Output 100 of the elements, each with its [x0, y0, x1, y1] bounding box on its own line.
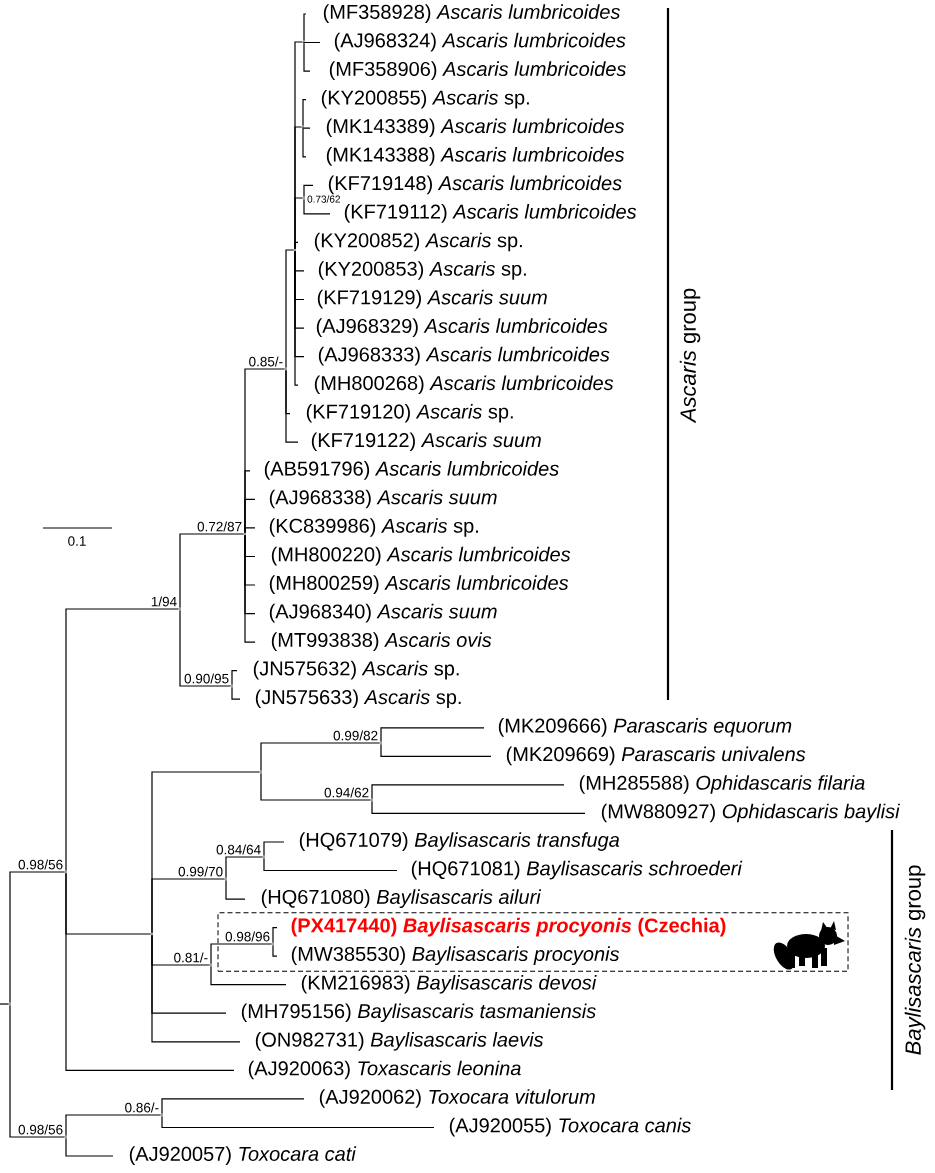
tree-branch — [161, 1098, 305, 1115]
tree-branch — [151, 934, 241, 1043]
tree-branch — [260, 772, 372, 801]
taxon-label: (KY200853) Ascaris sp. — [318, 261, 526, 280]
tree-branch — [263, 841, 285, 857]
tree-branch — [225, 879, 246, 900]
taxon-label: (AJ968338) Ascaris suum — [269, 489, 497, 509]
support-value: 0.72/87 — [196, 520, 243, 533]
tree-branch — [294, 250, 299, 386]
highlight-box — [217, 912, 849, 972]
tree-branch — [380, 727, 485, 743]
support-value: 0.81/- — [172, 951, 209, 964]
support-value: 0.84/64 — [215, 843, 262, 856]
taxon-label: (MK143389) Ascaris lumbricoides — [326, 118, 625, 138]
taxon-label: (AJ920063) Toxascaris leonina — [248, 1060, 521, 1080]
taxon-label: (HQ671081) Baylisascaris schroederi — [411, 860, 743, 880]
tree-branch — [244, 534, 256, 643]
tree-branch — [294, 241, 299, 250]
taxon-label: (ON982731) Baylisascaris laevis — [255, 1032, 544, 1051]
taxon-label: (MT993838) Ascaris ovis — [271, 632, 492, 651]
tree-branch — [303, 184, 314, 198]
support-value: 1/94 — [150, 595, 178, 608]
taxon-label: (MW385530) Baylisascaris procyonis — [291, 946, 620, 965]
taxon-label: (KF719122) Ascaris suum — [311, 432, 541, 452]
taxon-label: (KF719148) Ascaris lumbricoides — [328, 175, 622, 195]
tree-branch — [302, 127, 307, 158]
support-value: 0.90/95 — [183, 672, 230, 685]
tree-branch — [9, 871, 66, 1004]
tree-branch — [225, 856, 264, 879]
tree-branch — [272, 944, 278, 957]
tree-branch — [260, 742, 381, 772]
tree-branch — [231, 670, 238, 686]
taxon-label: (AJ920055) Toxocara canis — [449, 1117, 691, 1137]
taxon-label: (MF358928) Ascaris lumbricoides — [323, 4, 620, 23]
tree-branch — [210, 943, 273, 965]
tree-branch — [161, 1115, 435, 1129]
taxon-label: (AJ968340) Ascaris suum — [269, 603, 497, 623]
tree-branch — [151, 878, 226, 934]
taxon-label: (KY200852) Ascaris sp. — [314, 232, 522, 252]
taxon-label: (AJ968324) Ascaris lumbricoides — [334, 32, 626, 52]
tree-branch — [65, 872, 235, 1071]
tree-branch — [371, 784, 565, 800]
support-value: 0.94/62 — [323, 786, 370, 799]
tree-branch — [244, 527, 256, 534]
taxon-label: (HQ671080) Baylisascaris ailuri — [261, 889, 542, 908]
tree-branch — [371, 800, 586, 814]
taxon-label: (KF719120) Ascaris sp. — [306, 403, 513, 423]
group-label: Ascaris group — [679, 288, 701, 424]
tree-branch — [65, 1114, 162, 1137]
tree-branch — [285, 369, 299, 443]
taxon-label: (MH285588) Ophidascaris filaria — [579, 775, 865, 794]
taxon-label: (KC839986) Ascaris sp. — [269, 518, 478, 537]
taxon-label: (AB591796) Ascaris lumbricoides — [264, 461, 559, 480]
tree-branch — [303, 42, 311, 72]
support-value: 0.99/70 — [177, 865, 224, 878]
taxon-label: (MF358906) Ascaris lumbricoides — [329, 61, 626, 80]
tree-branch — [302, 99, 307, 127]
tree-branch — [302, 127, 311, 129]
support-value: 0.85/- — [247, 355, 284, 368]
taxon-label: (KF719112) Ascaris lumbricoides — [344, 204, 637, 223]
tree-branch — [210, 965, 287, 986]
tree-branch — [272, 927, 278, 944]
taxon-label: (MW880927) Ophidascaris baylisi — [601, 803, 900, 823]
taxon-label: (AJ920057) Toxocara cati — [129, 1146, 357, 1165]
taxon-label: (JN575633) Ascaris sp. — [255, 689, 461, 709]
taxon-label: (MH795156) Baylisascaris tasmaniensis — [241, 1003, 596, 1023]
taxon-label: (MK209666) Parascaris equorum — [498, 718, 792, 737]
taxon-label: (KM216983) Baylisascaris devosi — [301, 974, 597, 994]
taxon-label: (JN575632) Ascaris sp. — [253, 660, 459, 680]
tree-branch — [303, 13, 307, 42]
taxon-label: (KY200855) Ascaris sp. — [321, 89, 529, 109]
taxon-label: (AJ968333) Ascaris lumbricoides — [318, 346, 610, 366]
taxon-label: (MH800268) Ascaris lumbricoides — [314, 375, 614, 395]
tree-branch — [303, 41, 321, 44]
tree-branch — [0, 1003, 10, 1005]
tree-branch — [9, 1004, 66, 1138]
taxon-label: (MH800220) Ascaris lumbricoides — [271, 546, 571, 566]
taxon-label: (HQ671079) Baylisascaris transfuga — [299, 832, 620, 851]
taxon-label: (MK143388) Ascaris lumbricoides — [326, 147, 625, 166]
tree-branch — [303, 198, 331, 215]
tree-branch — [65, 608, 180, 872]
taxon-label: (MK209669) Parascaris univalens — [506, 746, 806, 766]
tree-branch — [285, 249, 295, 369]
tree-branch — [179, 609, 232, 687]
taxon-label: (PX417440) Baylisascaris procyonis (Czechia) — [291, 917, 726, 937]
taxon-label: (MH800259) Ascaris lumbricoides — [269, 575, 569, 594]
support-value: 0.99/82 — [332, 729, 379, 742]
support-value: 0.98/96 — [224, 930, 271, 943]
tree-branch — [380, 743, 492, 757]
tree-branch — [263, 857, 398, 872]
support-value: 0.98/56 — [17, 1123, 64, 1136]
support-value: 0.98/56 — [17, 858, 64, 871]
tree-branch — [179, 533, 245, 609]
tree-branch — [65, 1137, 114, 1157]
support-value: 0.86/- — [123, 1101, 160, 1114]
taxon-label: (KF719129) Ascaris suum — [317, 289, 547, 309]
group-label: Baylisascaris group — [904, 865, 926, 1055]
tree-branch — [231, 686, 241, 700]
scale-label: 0.1 — [68, 536, 86, 546]
support-value: 0.73/62 — [307, 195, 340, 203]
